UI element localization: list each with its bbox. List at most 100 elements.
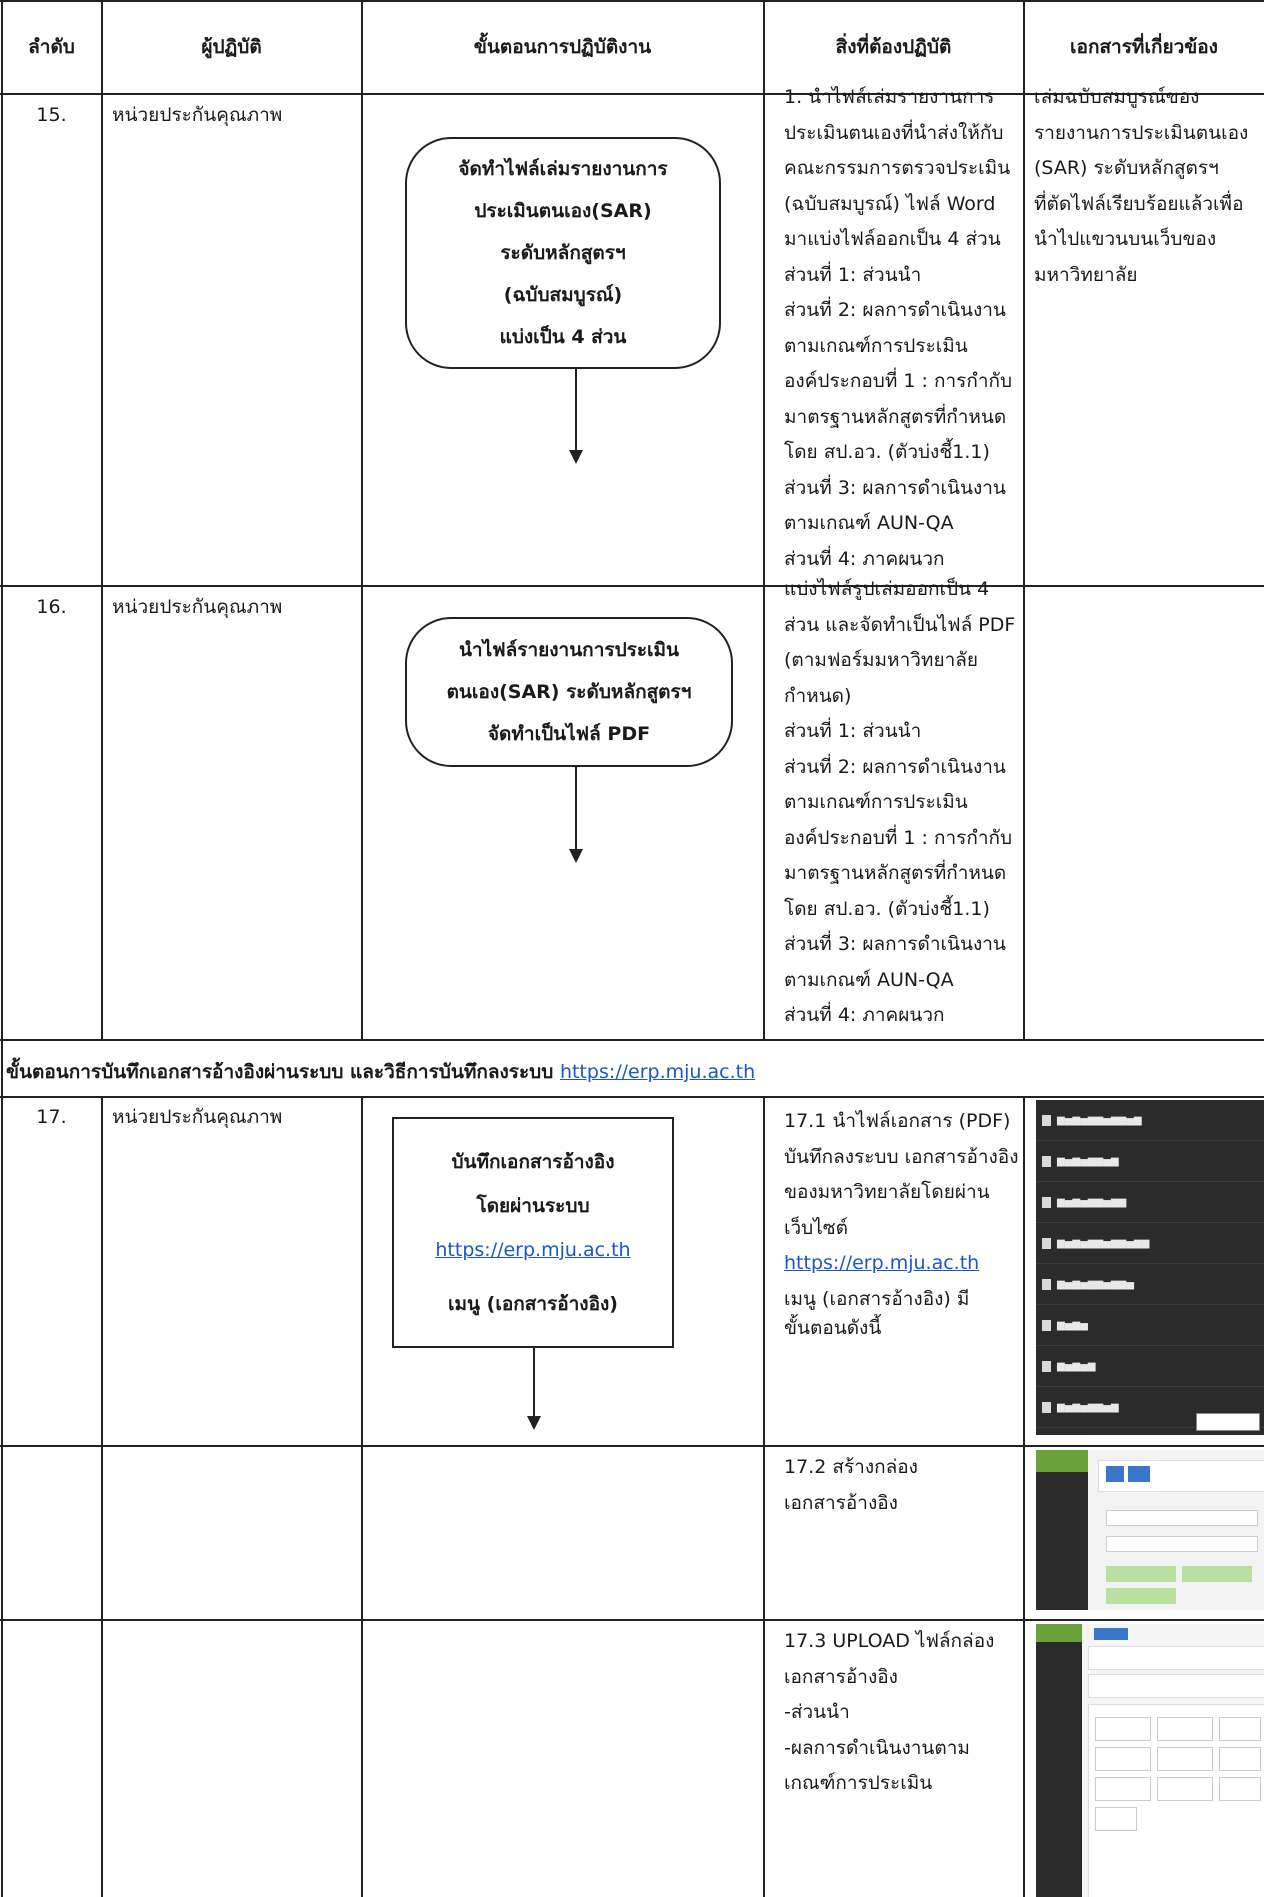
task-line: ขั้นตอนดังนี้: [784, 1317, 882, 1339]
section-heading: ขั้นตอนการบันทึกเอกสารอ้างอิงผ่านระบบ แล…: [6, 1057, 755, 1087]
file-chip-thumb: [1182, 1566, 1252, 1582]
row-17-box-line: โดยผ่านระบบ: [476, 1194, 590, 1217]
row-16-arrowhead: [569, 849, 583, 863]
header-order: ลำดับ: [28, 35, 75, 58]
col-divider-4: [1023, 0, 1025, 1040]
menu-item: ▆▅▆▅▆▆▅▆▆▅: [1036, 1264, 1264, 1305]
row-15-box-line: (ฉบับสมบูรณ์): [503, 284, 623, 306]
row-17-box-line: เมนู (เอกสารอ้างอิง): [448, 1292, 618, 1315]
menu-item: ▆▅▆▅▆▆▅▆▆: [1036, 1182, 1264, 1223]
row-17-1-bottom: [0, 1445, 1264, 1447]
task-line: โดย สป.อว. (ตัวบ่งชี้1.1): [784, 441, 990, 463]
erp-menu-screenshot: ▆▅▆▅▆▆▅▆▆▅▆ ▆▅▆▅▆▆▅▆ ▆▅▆▅▆▆▅▆▆ ▆▅▆▅▆▆▅▆▆…: [1036, 1100, 1264, 1435]
section-text: ขั้นตอนการบันทึกเอกสารอ้างอิงผ่านระบบ แล…: [6, 1061, 554, 1083]
table-border-left: [1, 0, 3, 1897]
file-card-thumb: [1157, 1717, 1213, 1741]
task-line: เกณฑ์การประเมิน: [784, 1772, 933, 1794]
file-chip-thumb: [1106, 1566, 1176, 1582]
task-line: 17.2 สร้างกล่อง: [784, 1456, 918, 1478]
row-15-bottom: [0, 585, 1264, 587]
row-16-order: 16.: [36, 596, 67, 618]
col-divider-1: [101, 0, 103, 1040]
row-16-box-line: จัดทำเป็นไฟล์ PDF: [487, 723, 651, 745]
task-erp-link[interactable]: https://erp.mju.ac.th: [784, 1252, 980, 1274]
file-card-thumb: [1095, 1747, 1151, 1771]
task-line: คณะกรรมการตรวจประเมิน: [784, 157, 1011, 179]
task-line: 1. นำไฟล์เล่มรายงานการ: [784, 86, 995, 108]
task-line: กำหนด): [784, 684, 852, 707]
row-15-box-line: ระดับหลักสูตรฯ: [500, 242, 626, 264]
menu-item: ▆▅▆▅▆: [1036, 1346, 1264, 1387]
row-16-box-line: นำไฟล์รายงานการประเมิน: [458, 639, 680, 661]
row-16-tasks: แบ่งไฟล์รูปเล่มออกเป็น 4 ส่วน และจัดทำเป…: [784, 572, 1015, 1034]
row-17-process-box: บันทึกเอกสารอ้างอิง โดยผ่านระบบ https://…: [392, 1117, 674, 1348]
row-17-flow-arrow: [533, 1348, 535, 1417]
col-divider-4b: [1023, 1096, 1025, 1897]
document-icon: [1042, 1401, 1051, 1413]
file-card-thumb: [1157, 1777, 1213, 1801]
header-procedure: ขั้นตอนการปฏิบัติงาน: [473, 35, 652, 58]
task-line: ส่วนที่ 2: ผลการดำเนินงาน: [784, 299, 1006, 321]
input-thumb: [1088, 1674, 1264, 1698]
sidebar-thumb: [1036, 1624, 1082, 1897]
menu-item: ▆▅▆▅▆▆▅▆▆▅▆: [1036, 1100, 1264, 1141]
section-erp-link[interactable]: https://erp.mju.ac.th: [559, 1061, 756, 1083]
header-tasks: สิ่งที่ต้องปฏิบัติ: [835, 35, 952, 58]
task-line: มาตรฐานหลักสูตรที่กำหนด: [784, 405, 1007, 428]
task-line: ส่วนที่ 1: ส่วนนำ: [784, 263, 922, 286]
task-line: ประเมินตนเองที่นำส่งให้กับ: [784, 121, 1004, 144]
task-line: องค์ประกอบที่ 1 : การกำกับ: [784, 370, 1013, 392]
task-line: แบ่งไฟล์รูปเล่มออกเป็น 4: [784, 578, 990, 600]
task-line: องค์ประกอบที่ 1 : การกำกับ: [784, 826, 1013, 849]
task-line: บันทึกลงระบบ เอกสารอ้างอิง: [784, 1145, 1019, 1168]
row-15-tasks: 1. นำไฟล์เล่มรายงานการ ประเมินตนเองที่นำ…: [784, 80, 1012, 577]
row-16-flow-arrow: [575, 767, 577, 850]
task-line: เมนู (เอกสารอ้างอิง) มี: [784, 1287, 970, 1310]
upload-screenshot: [1036, 1624, 1264, 1897]
file-card-thumb: [1157, 1747, 1213, 1771]
task-line: ของมหาวิทยาลัยโดยผ่าน: [784, 1181, 990, 1203]
row-15-documents: เล่มฉบับสมบูรณ์ของ รายงานการประเมินตนเอง…: [1034, 80, 1248, 293]
task-line: โดย สป.อว. (ตัวบ่งชี้1.1): [784, 897, 990, 920]
row-17-box-erp-link[interactable]: https://erp.mju.ac.th: [435, 1238, 631, 1261]
section-row-bottom: [0, 1096, 1264, 1098]
document-icon: [1042, 1196, 1051, 1208]
doc-line: รายงานการประเมินตนเอง: [1034, 121, 1249, 144]
button-thumb: [1094, 1628, 1128, 1640]
doc-line: มหาวิทยาลัย: [1034, 263, 1138, 286]
doc-line: (SAR) ระดับหลักสูตรฯ: [1034, 157, 1219, 179]
menu-item: ▆▅▆▅: [1036, 1305, 1264, 1346]
task-line: (ตามฟอร์มมหาวิทยาลัย: [784, 649, 979, 671]
row-17-2-bottom: [0, 1619, 1264, 1621]
row-16-bottom: [0, 1039, 1264, 1041]
row-15-process-box: จัดทำไฟล์เล่มรายงานการ ประเมินตนเอง(SAR)…: [405, 137, 721, 369]
row-15-arrowhead: [569, 450, 583, 464]
row-16-performer: หน่วยประกันคุณภาพ: [112, 596, 283, 618]
doc-line: นำไปแขวนบนเว็บของ: [1034, 228, 1217, 250]
task-line: ส่วนที่ 1: ส่วนนำ: [784, 720, 922, 742]
sidebar-thumb: [1036, 1450, 1088, 1610]
task-line: ส่วนที่ 4: ภาคผนวก: [784, 1004, 945, 1026]
sidebar-header-thumb: [1036, 1450, 1088, 1472]
row-16-box-line: ตนเอง(SAR) ระดับหลักสูตรฯ: [446, 681, 692, 703]
row-15-order: 15.: [36, 104, 67, 126]
document-icon: [1042, 1155, 1051, 1167]
task-line: (ฉบับสมบูรณ์) ไฟล์ Word: [784, 192, 996, 215]
header-row-divider: [0, 93, 1264, 95]
file-grid-thumb: [1088, 1704, 1264, 1897]
file-card-thumb: [1095, 1777, 1151, 1801]
toolbar-thumb: [1098, 1460, 1264, 1492]
document-icon: [1042, 1114, 1051, 1126]
input-thumb: [1106, 1536, 1258, 1552]
task-line: ตามเกณฑ์ AUN-QA: [784, 968, 954, 991]
document-icon: [1042, 1278, 1051, 1290]
task-line: เอกสารอ้างอิง: [784, 1491, 898, 1514]
task-line: เอกสารอ้างอิง: [784, 1665, 898, 1688]
task-line: ส่วนที่ 3: ผลการดำเนินงาน: [784, 933, 1006, 955]
col-divider-3: [763, 0, 765, 1040]
input-thumb: [1088, 1646, 1264, 1670]
file-card-thumb: [1219, 1717, 1261, 1741]
row-17-3-tasks: 17.3 UPLOAD ไฟล์กล่อง เอกสารอ้างอิง -ส่ว…: [784, 1624, 994, 1802]
row-15-box-line: ประเมินตนเอง(SAR): [474, 200, 652, 222]
